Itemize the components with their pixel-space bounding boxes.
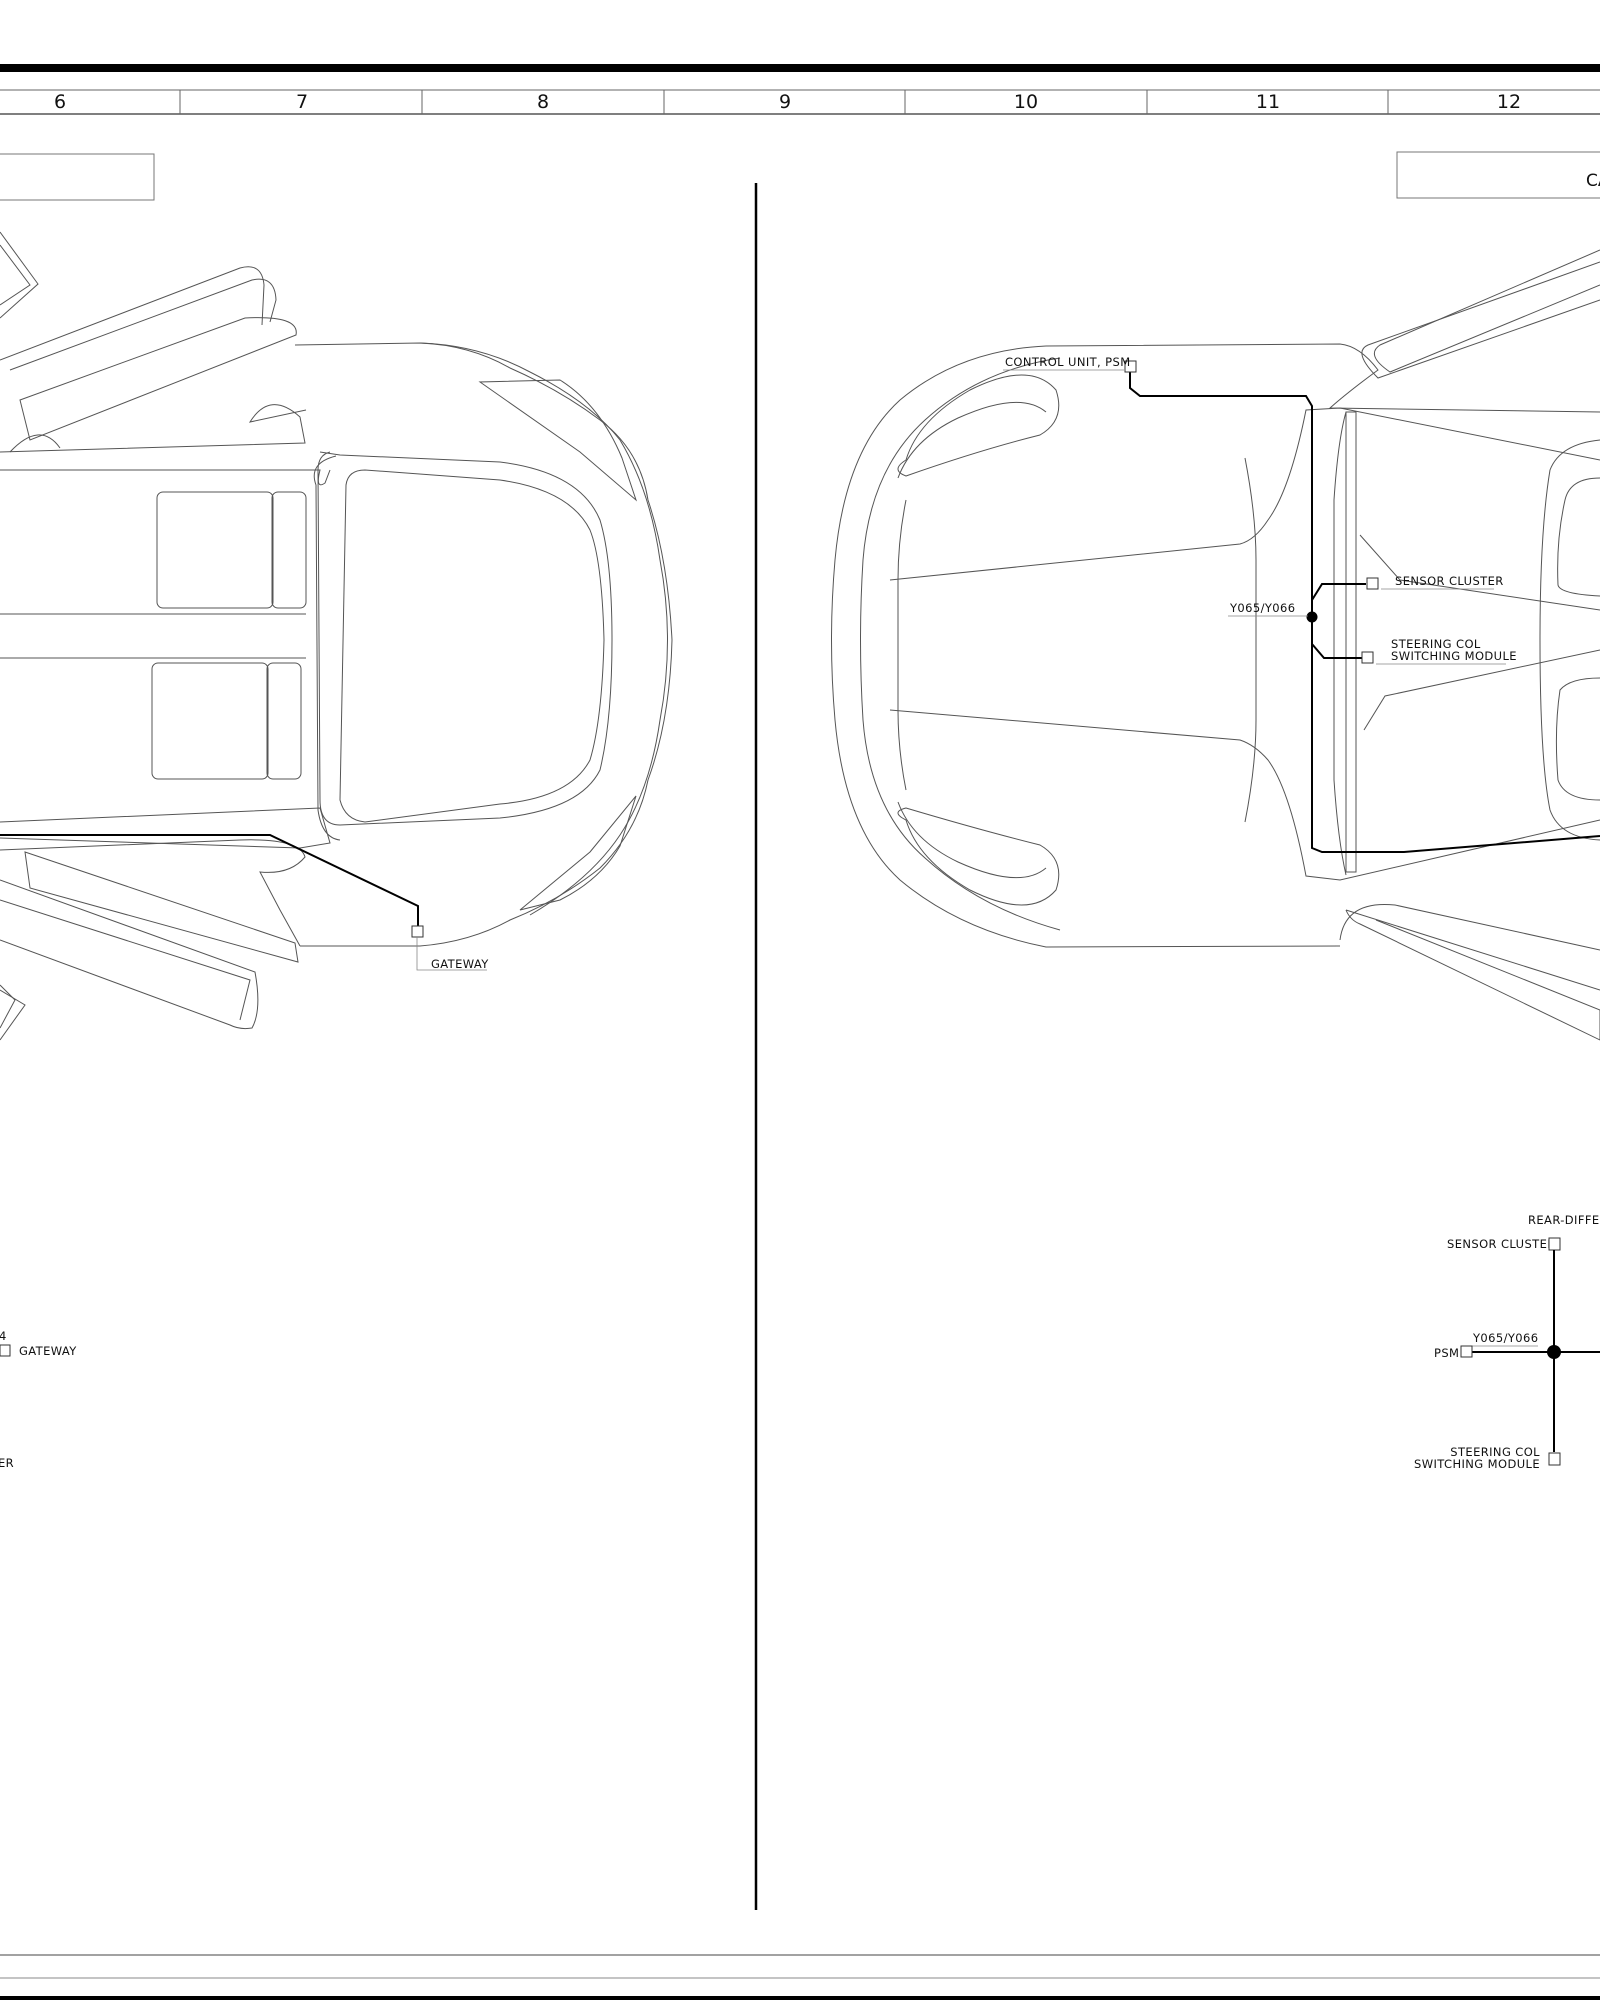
right-panel-title-box bbox=[1396, 151, 1600, 199]
schematic-splice-node bbox=[1547, 1345, 1561, 1359]
grid-col-8: 8 bbox=[537, 91, 549, 113]
grid-ruler: 6 7 8 9 10 11 12 bbox=[0, 89, 1600, 115]
schematic-sensor-connector bbox=[1548, 1237, 1561, 1251]
schematic-psm-label: PSM bbox=[1434, 1346, 1459, 1360]
schematic-psm-connector bbox=[1460, 1345, 1473, 1358]
schematic-steering-label-2: SWITCHING MODULE bbox=[1414, 1457, 1540, 1471]
right-sensor-connector bbox=[1366, 577, 1379, 590]
right-car-outline bbox=[831, 249, 1600, 1041]
left-car-outline bbox=[0, 231, 673, 1041]
right-splice-node bbox=[1306, 611, 1318, 623]
left-schematic-gateway-connector bbox=[0, 1344, 11, 1357]
schematic-splice-label: Y065/Y066 bbox=[1472, 1331, 1538, 1345]
left-gateway-connector bbox=[411, 925, 424, 938]
schematic-steering-label-1: STEERING COL bbox=[1450, 1445, 1540, 1459]
schematic-steering-connector bbox=[1548, 1452, 1561, 1466]
left-gateway-label: GATEWAY bbox=[431, 957, 489, 971]
grid-col-11: 11 bbox=[1256, 91, 1280, 113]
grid-col-6: 6 bbox=[54, 91, 66, 113]
right-main-wire bbox=[1129, 372, 1600, 853]
top-border-bar bbox=[0, 64, 1600, 72]
left-wire bbox=[0, 834, 419, 926]
bottom-border-bar bbox=[0, 1996, 1600, 2000]
right-steering-branch bbox=[1311, 643, 1362, 659]
grid-col-9: 9 bbox=[779, 91, 791, 113]
left-schematic-partial-number: 4 bbox=[0, 1329, 7, 1343]
right-steering-connector bbox=[1361, 651, 1374, 664]
grid-col-10: 10 bbox=[1014, 91, 1038, 113]
right-sensor-branch bbox=[1311, 583, 1366, 601]
right-steering-label-2: SWITCHING MODULE bbox=[1391, 649, 1517, 663]
left-panel-title-box bbox=[0, 153, 155, 201]
schematic-rear-diff-label: REAR-DIFFER bbox=[1528, 1213, 1600, 1227]
left-schematic-partial-label: ER bbox=[0, 1456, 14, 1470]
right-psm-connector bbox=[1124, 360, 1137, 373]
left-schematic-gateway-label: GATEWAY bbox=[19, 1344, 77, 1358]
schematic-sensor-label: SENSOR CLUSTER bbox=[1447, 1237, 1556, 1251]
right-panel-title: CA bbox=[1586, 171, 1600, 191]
grid-col-7: 7 bbox=[296, 91, 308, 113]
right-splice-label: Y065/Y066 bbox=[1229, 601, 1295, 615]
right-psm-label: CONTROL UNIT, PSM bbox=[1005, 355, 1131, 369]
right-sensor-label: SENSOR CLUSTER bbox=[1395, 574, 1504, 588]
grid-col-12: 12 bbox=[1497, 91, 1521, 113]
right-steering-label-1: STEERING COL bbox=[1391, 637, 1481, 651]
